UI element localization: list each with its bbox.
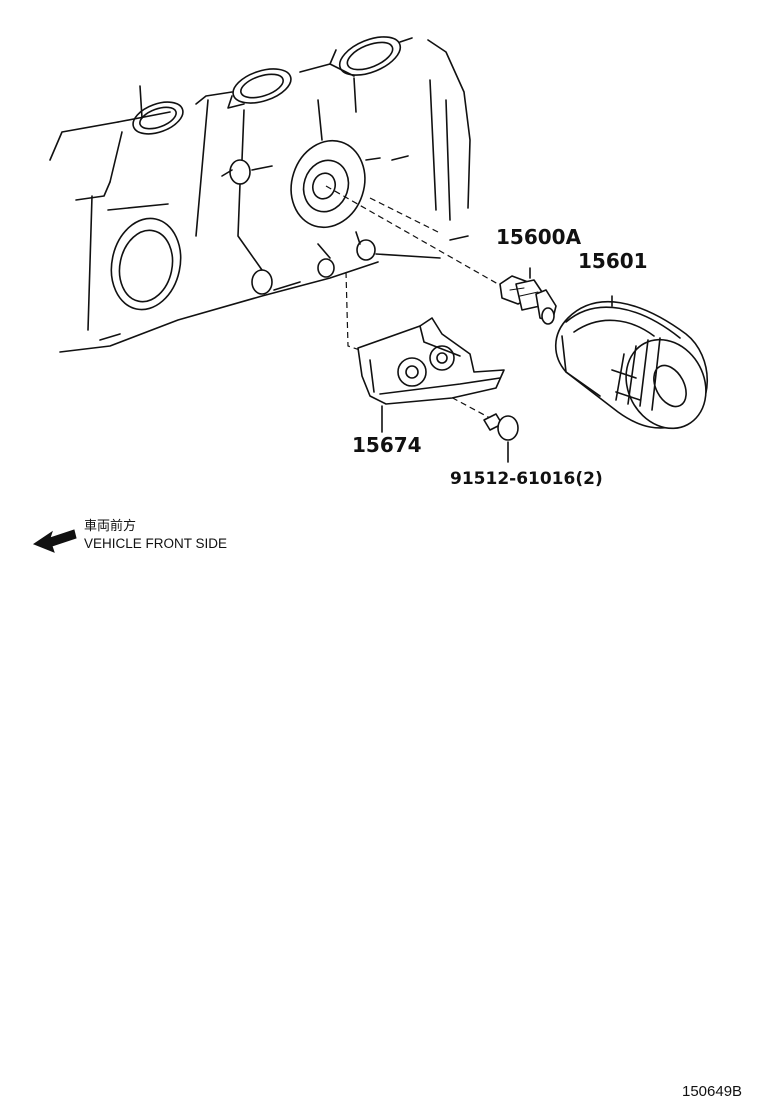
part-label-15674: 15674 <box>352 433 422 457</box>
oil-filter-drawing <box>555 295 709 430</box>
part-label-15600a: 15600A <box>496 225 582 249</box>
engine-block-drawing <box>49 36 471 353</box>
part-label-91512-61016: 91512-61016(2) <box>450 469 603 489</box>
legend-japanese-text: 車両前方 <box>84 518 136 534</box>
part-label-15601: 15601 <box>578 249 648 273</box>
arrow-left-icon <box>32 529 77 553</box>
bolt-drawing <box>483 413 519 463</box>
figure-id: 150649B <box>682 1083 742 1100</box>
legend-english-text: VEHICLE FRONT SIDE <box>84 536 227 551</box>
vehicle-front-legend: 車両前方 VEHICLE FRONT SIDE <box>32 518 227 553</box>
bracket-drawing <box>357 317 505 433</box>
oil-pressure-switch-drawing <box>499 267 557 325</box>
